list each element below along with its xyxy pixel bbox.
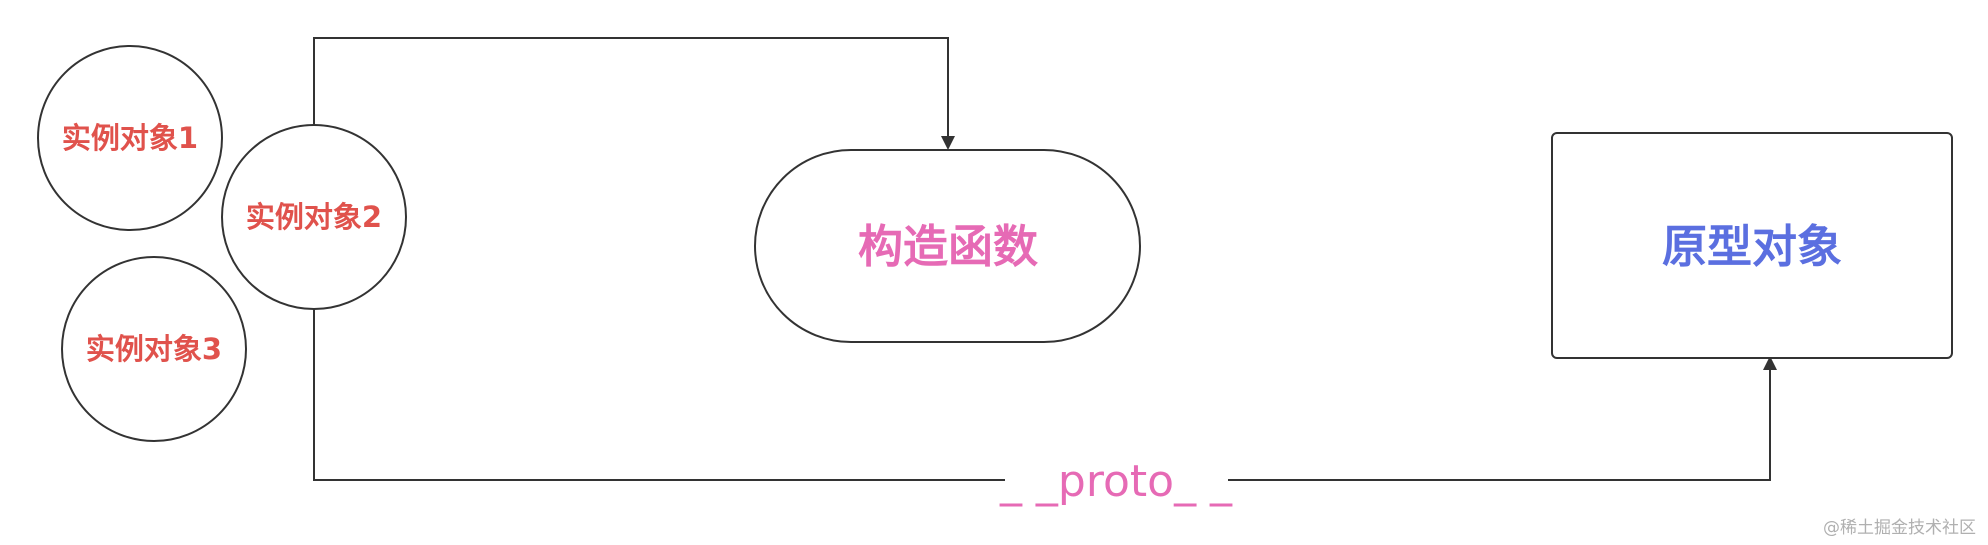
instance-object-3-label: 实例对象3 bbox=[86, 332, 222, 366]
instance-object-2-label: 实例对象2 bbox=[246, 200, 382, 234]
watermark-text: @稀土掘金技术社区 bbox=[1823, 518, 1976, 538]
constructor-node: 构造函数 bbox=[754, 149, 1141, 343]
prototype-object-node: 原型对象 bbox=[1551, 132, 1953, 359]
prototype-object-label: 原型对象 bbox=[1662, 220, 1842, 273]
instance-object-1-label: 实例对象1 bbox=[62, 121, 198, 155]
proto-edge-label: _ _proto_ _ bbox=[999, 456, 1233, 507]
proto-link-line-left bbox=[313, 309, 1005, 481]
proto-link-line-right bbox=[1228, 356, 1777, 481]
instance-object-3-node: 实例对象3 bbox=[61, 256, 247, 442]
constructor-link-line bbox=[313, 37, 955, 150]
instance-object-1-node: 实例对象1 bbox=[37, 45, 223, 231]
instance-object-2-node: 实例对象2 bbox=[221, 124, 407, 310]
constructor-label: 构造函数 bbox=[858, 220, 1038, 273]
